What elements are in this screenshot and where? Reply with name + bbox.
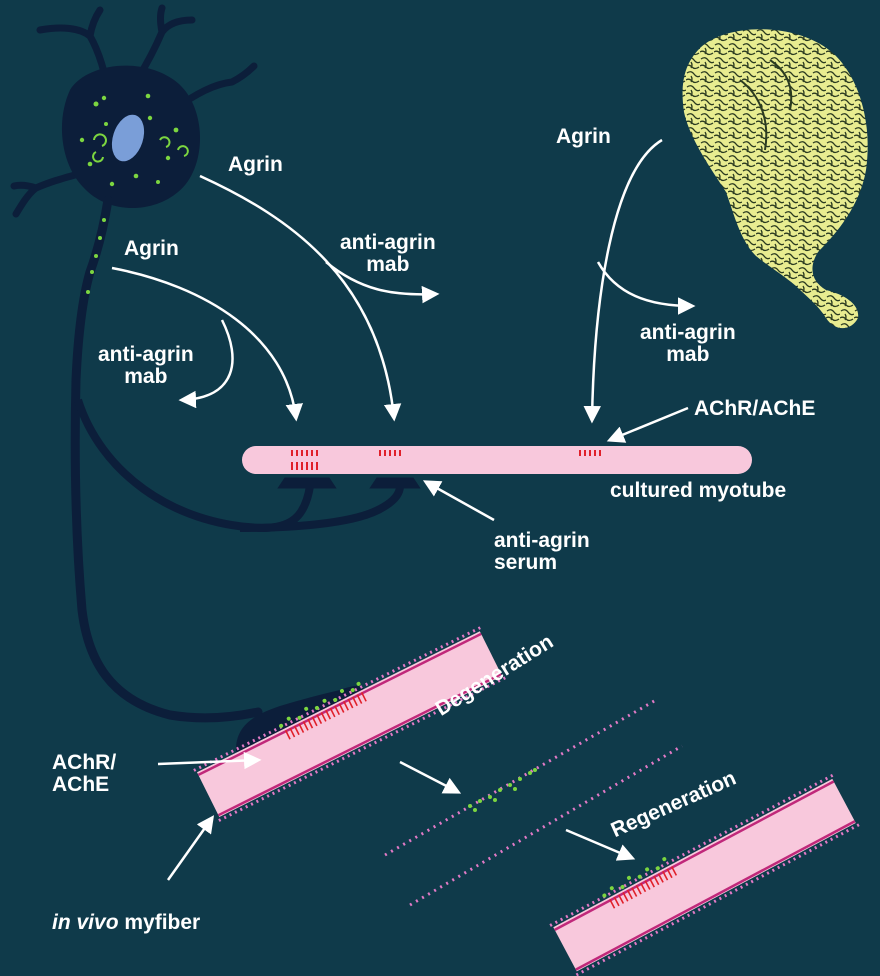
label-anti-agrin-serum: anti-agrin serum [494, 530, 590, 574]
label-mab-brain: anti-agrin mab [640, 322, 736, 366]
label-achr-ache-bottom: AChR/ AChE [52, 752, 116, 796]
neuron [14, 8, 416, 755]
in-vivo-italic: in vivo [52, 911, 119, 934]
nerve-terminal-1 [282, 480, 332, 486]
myfiber-text: myfiber [119, 911, 201, 934]
arrow-brain-mab [598, 262, 692, 306]
label-in-vivo-myfiber: in vivo myfiber [52, 912, 200, 934]
nerve-terminal-2 [374, 480, 416, 486]
axon [75, 200, 258, 718]
arrow-invivo [168, 818, 212, 880]
arrow-degeneration [400, 762, 458, 792]
label-agrin-neuron-right: Agrin [228, 154, 283, 176]
label-mab-neuron-left: anti-agrin mab [98, 344, 194, 388]
label-mab-neuron-right: anti-agrin mab [340, 232, 436, 276]
brain-silhouette [683, 29, 868, 328]
cultured-myotube [242, 446, 752, 474]
arrow-brain-agrin [592, 140, 662, 420]
embryonic-brain [683, 29, 868, 328]
label-agrin-neuron-left: Agrin [124, 238, 179, 260]
invivo-myofiber-degenerated [385, 700, 682, 905]
label-agrin-brain: Agrin [556, 126, 611, 148]
label-cultured-myotube: cultured myotube [610, 480, 786, 502]
label-achr-ache-top: AChR/AChE [694, 398, 815, 420]
axon-branch-lower [240, 486, 400, 528]
arrow-agrin-to-myotube-1 [200, 176, 394, 418]
arrow-serum [426, 482, 494, 520]
cultured-myotube-group [242, 446, 752, 474]
arrow-achr-top [610, 408, 688, 440]
